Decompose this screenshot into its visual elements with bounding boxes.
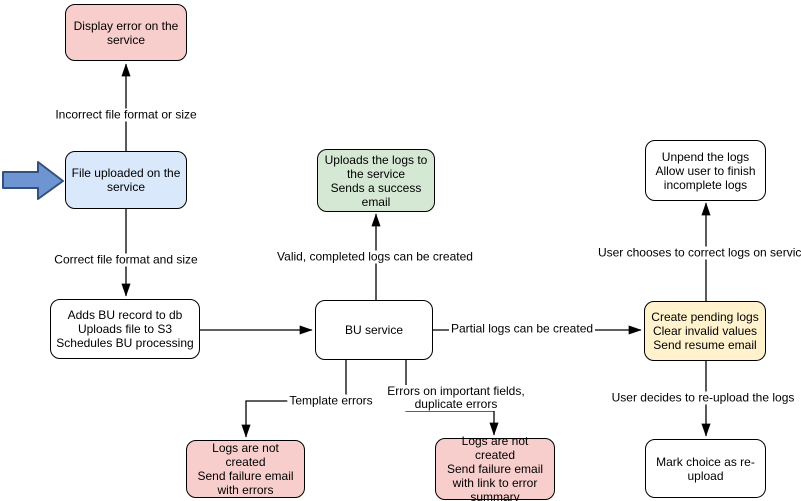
edge-label-valid-logs: Valid, completed logs can be created — [275, 249, 475, 264]
edge-label-user-corrects: User chooses to correct logs on service — [595, 246, 801, 260]
edge-label-incorrect-format: Incorrect file format or size — [53, 107, 199, 122]
node-bu-service[interactable]: BU service — [315, 300, 433, 360]
edge-label-user-reuploads: User decides to re-upload the logs — [609, 390, 797, 405]
edge-label-correct-format: Correct file format and size — [52, 252, 200, 267]
node-adds-bu-record[interactable]: Adds BU record to db Uploads file to S3 … — [50, 299, 200, 359]
edge-label-partial-logs: Partial logs can be created — [448, 321, 596, 336]
edge-label-template-errors: Template errors — [287, 393, 375, 408]
input-arrow-icon[interactable] — [2, 161, 64, 200]
node-mark-choice-reupload[interactable]: Mark choice as re- upload — [645, 439, 766, 498]
node-logs-failure-summary[interactable]: Logs are not created Send failure email … — [435, 434, 555, 501]
node-display-error[interactable]: Display error on the service — [65, 4, 187, 61]
node-uploads-logs-success[interactable]: Uploads the logs to the service Sends a … — [317, 149, 435, 212]
node-create-pending-logs[interactable]: Create pending logs Clear invalid values… — [644, 301, 766, 361]
edge-label-important-field-errors: Errors on important fields, duplicate er… — [385, 384, 527, 411]
node-unpend-logs[interactable]: Unpend the logs Allow user to finish inc… — [645, 140, 766, 201]
node-file-uploaded[interactable]: File uploaded on the service — [65, 151, 187, 209]
node-logs-failure-errors[interactable]: Logs are not created Send failure email … — [186, 440, 305, 498]
